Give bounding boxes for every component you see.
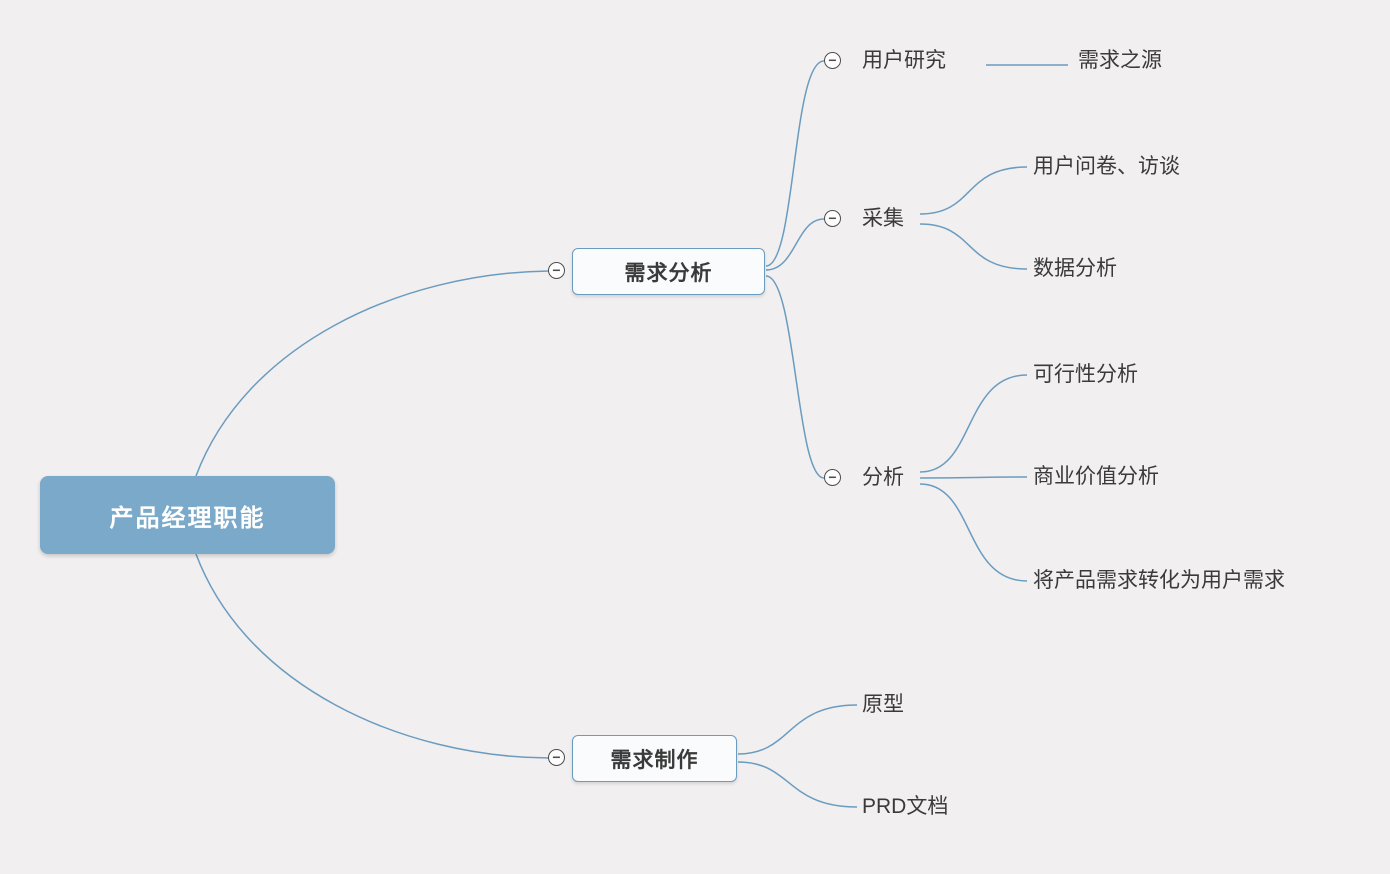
minus-glyph: − bbox=[828, 51, 837, 68]
collapse-icon-user-research[interactable]: − bbox=[824, 52, 841, 69]
node-prd-document[interactable]: PRD文档 bbox=[862, 795, 949, 818]
minus-glyph: − bbox=[552, 261, 561, 278]
collapse-icon-requirement-production[interactable]: − bbox=[548, 749, 565, 766]
node-requirement-analysis[interactable]: 需求分析 bbox=[572, 248, 765, 295]
root-node-product-manager-functions[interactable]: 产品经理职能 bbox=[40, 476, 335, 554]
node-feasibility-analysis[interactable]: 可行性分析 bbox=[1033, 363, 1138, 386]
node-convert-product-to-user-needs[interactable]: 将产品需求转化为用户需求 bbox=[1033, 569, 1285, 592]
minus-glyph: − bbox=[828, 468, 837, 485]
minus-glyph: − bbox=[552, 748, 561, 765]
node-data-analysis[interactable]: 数据分析 bbox=[1033, 257, 1117, 280]
node-requirement-production-label: 需求制作 bbox=[610, 748, 699, 772]
edge-production-to-prd bbox=[737, 761, 858, 808]
node-user-research[interactable]: 用户研究 bbox=[862, 49, 946, 72]
node-collect[interactable]: 采集 bbox=[862, 207, 904, 230]
node-analyze[interactable]: 分析 bbox=[862, 466, 904, 489]
node-requirement-source[interactable]: 需求之源 bbox=[1078, 49, 1162, 72]
edge-analyze-to-business-value bbox=[919, 476, 1028, 479]
root-node-label: 产品经理职能 bbox=[109, 504, 266, 532]
edge-collect-to-questionnaire bbox=[919, 166, 1028, 215]
edge-root-to-requirement-analysis bbox=[195, 270, 550, 477]
edge-production-to-prototype bbox=[737, 704, 858, 755]
node-questionnaire-interview[interactable]: 用户问卷、访谈 bbox=[1033, 155, 1180, 178]
edge-root-to-requirement-production bbox=[195, 553, 550, 759]
edge-analysis-to-analyze bbox=[765, 275, 825, 479]
collapse-icon-analyze[interactable]: − bbox=[824, 469, 841, 486]
edge-collect-to-data-analysis bbox=[919, 223, 1028, 270]
edge-analysis-to-collect bbox=[765, 218, 825, 271]
edge-analysis-to-user-research bbox=[765, 60, 825, 267]
node-requirement-production[interactable]: 需求制作 bbox=[572, 735, 737, 782]
minus-glyph: − bbox=[828, 209, 837, 226]
edge-analyze-to-convert bbox=[919, 483, 1028, 582]
collapse-icon-requirement-analysis[interactable]: − bbox=[548, 262, 565, 279]
edge-analyze-to-feasibility bbox=[919, 374, 1028, 473]
node-prototype[interactable]: 原型 bbox=[862, 693, 904, 716]
node-requirement-analysis-label: 需求分析 bbox=[624, 261, 713, 285]
node-business-value-analysis[interactable]: 商业价值分析 bbox=[1033, 465, 1159, 488]
collapse-icon-collect[interactable]: − bbox=[824, 210, 841, 227]
